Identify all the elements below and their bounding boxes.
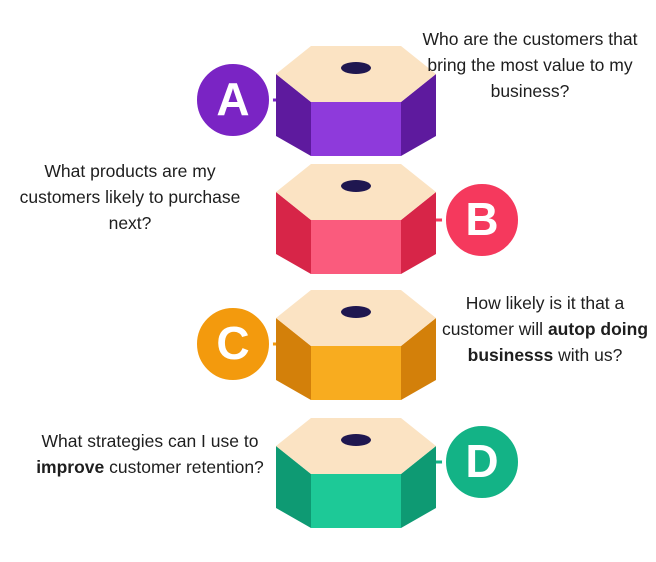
prism-front-face xyxy=(311,220,401,274)
question-text: What products are my customers likely to… xyxy=(19,161,241,233)
question-bold-text: improve xyxy=(36,457,105,477)
prism-hole xyxy=(341,306,371,318)
question-text: Who are the customers that bring the mos… xyxy=(422,29,638,101)
prism-left-face xyxy=(276,446,311,528)
badge-circle xyxy=(442,422,522,502)
question-d: What strategies can I use to improve cus… xyxy=(30,428,270,480)
question-c: How likely is it that a customer will au… xyxy=(440,290,650,368)
prism-hole xyxy=(341,180,371,192)
badge-letter: D xyxy=(465,435,498,487)
prism-a: A xyxy=(193,46,436,156)
prism-right-face xyxy=(401,446,436,528)
badge-circle xyxy=(442,180,522,260)
question-text: What strategies can I use to xyxy=(41,431,259,451)
badge-letter: C xyxy=(216,317,249,369)
question-text: with us? xyxy=(553,345,623,365)
prism-right-face xyxy=(401,318,436,400)
prism-left-face xyxy=(276,74,311,156)
badge-letter: A xyxy=(216,73,249,125)
question-text: customer retention? xyxy=(104,457,264,477)
badge-circle xyxy=(193,60,273,140)
question-a: Who are the customers that bring the mos… xyxy=(410,26,650,104)
question-b: What products are my customers likely to… xyxy=(10,158,250,236)
question-text: How likely is it that a customer will xyxy=(441,293,625,339)
prism-c: C xyxy=(193,290,436,400)
prism-d: D xyxy=(276,418,522,528)
badge-circle xyxy=(193,304,273,384)
prism-right-face xyxy=(401,74,436,156)
prism-left-face xyxy=(276,318,311,400)
prism-b: B xyxy=(276,164,522,274)
badge-letter: B xyxy=(465,193,498,245)
prism-left-face xyxy=(276,192,311,274)
prism-front-face xyxy=(311,474,401,528)
prism-hole xyxy=(341,62,371,74)
question-bold-text: autop doing businesss xyxy=(467,319,649,365)
prism-right-face xyxy=(401,192,436,274)
prism-hole xyxy=(341,434,371,446)
prism-front-face xyxy=(311,346,401,400)
prism-front-face xyxy=(311,102,401,156)
